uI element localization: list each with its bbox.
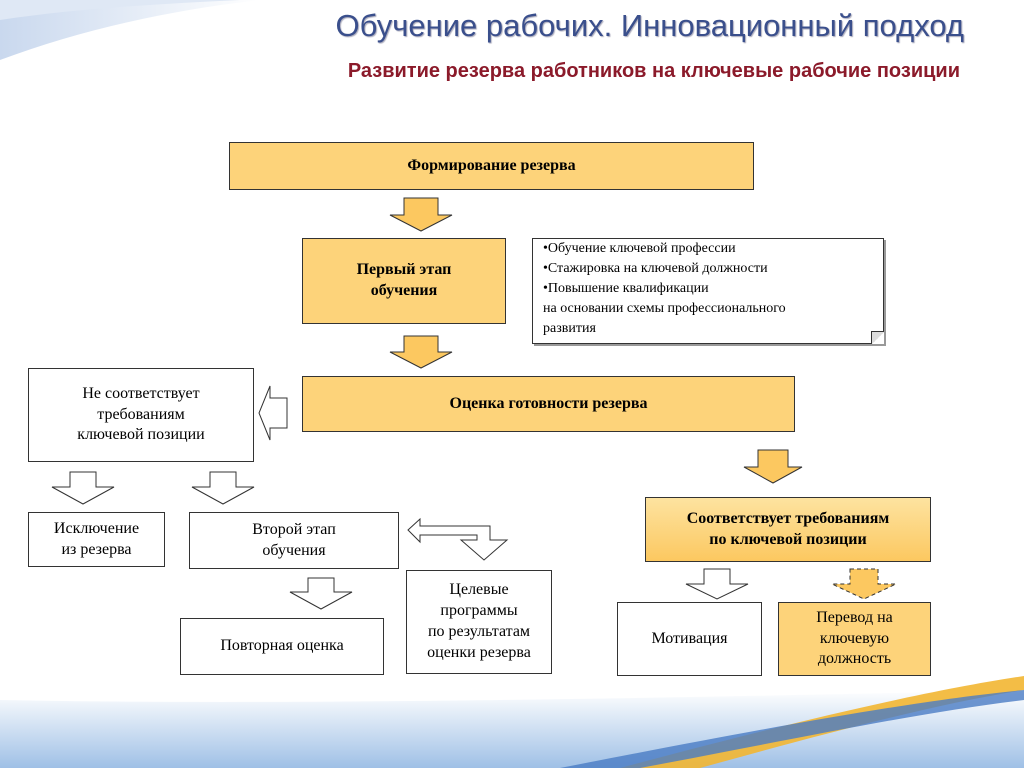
note-line: •Обучение ключевой профессии: [543, 241, 736, 256]
motivation-box: Мотивация: [617, 602, 762, 676]
target-programs-box: Целевые программы по результатам оценки …: [406, 570, 552, 674]
arrow-stage1-to-assessment: [389, 335, 453, 369]
exclusion-box: Исключение из резерва: [28, 512, 165, 567]
arrow-match-to-motivation: [685, 568, 749, 600]
arrow-stage2-to-reassessment: [289, 577, 353, 610]
page-subtitle: Развитие резерва работников на ключевые …: [347, 60, 960, 82]
note-line: развития: [543, 321, 596, 336]
arrow-match-to-transfer: [831, 568, 897, 600]
not-match-box: Не соответствует требованиям ключевой по…: [28, 368, 254, 462]
assessment-box: Оценка готовности резерва: [302, 376, 795, 432]
note-line: •Стажировка на ключевой должности: [543, 261, 768, 276]
first-stage-box: Первый этап обучения: [302, 238, 506, 324]
page-title: Обучение рабочих. Инновационный подход: [335, 8, 964, 43]
transfer-box: Перевод на ключевую должность: [778, 602, 931, 676]
arrow-notmatch-to-exclusion: [51, 471, 115, 505]
arrow-stage2-target-programs: [407, 517, 509, 561]
note-line: на основании схемы профессионального: [543, 301, 786, 316]
re-assessment-box: Повторная оценка: [180, 618, 384, 675]
arrow-notmatch-to-stage2: [191, 471, 255, 505]
formation-box: Формирование резерва: [229, 142, 754, 190]
first-stage-notes: •Обучение ключевой профессии •Стажировка…: [532, 238, 884, 344]
arrow-assessment-to-notmatch: [258, 385, 288, 441]
arrow-assessment-to-match: [743, 449, 803, 484]
match-box: Соответствует требованиям по ключевой по…: [645, 497, 931, 562]
page-fold-icon: [871, 331, 884, 344]
second-stage-box: Второй этап обучения: [189, 512, 399, 569]
note-line: •Повышение квалификации: [543, 281, 709, 296]
arrow-formation-to-stage1: [389, 197, 453, 232]
